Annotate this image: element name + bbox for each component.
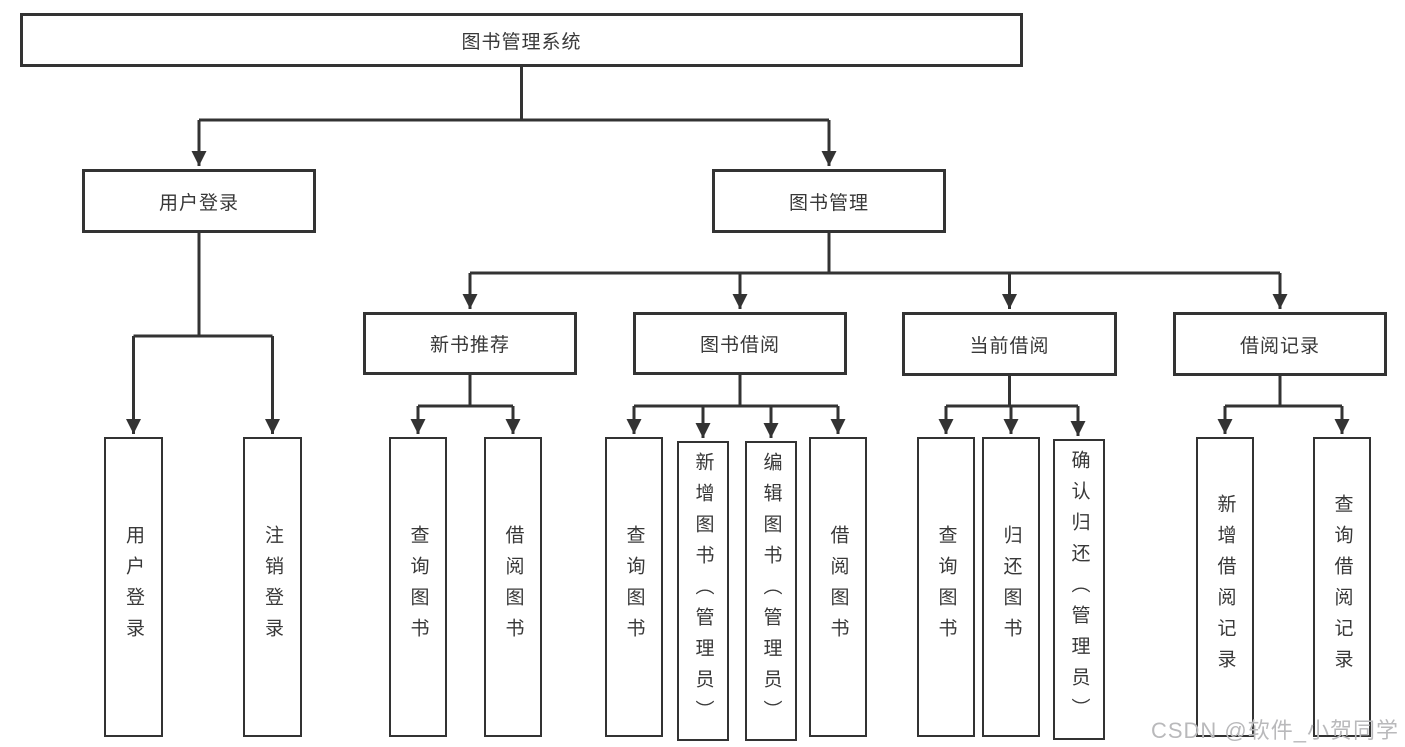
node-br-query: 查询借阅记录 xyxy=(1313,437,1371,737)
node-cb-query: 查询图书 xyxy=(917,437,975,737)
node-bb-edit: 编辑图书（管理员） xyxy=(745,441,797,741)
node-current-borrow: 当前借阅 xyxy=(902,312,1117,376)
node-root: 图书管理系统 xyxy=(20,13,1023,67)
node-nb-query: 查询图书 xyxy=(389,437,447,737)
node-bb-add: 新增图书（管理员） xyxy=(677,441,729,741)
node-cb-return: 归还图书 xyxy=(982,437,1040,737)
node-book-mgmt: 图书管理 xyxy=(712,169,946,233)
node-borrow-record: 借阅记录 xyxy=(1173,312,1387,376)
watermark: CSDN @软件_小贺同学 xyxy=(1150,718,1399,743)
node-nb-borrow: 借阅图书 xyxy=(484,437,542,737)
node-br-add: 新增借阅记录 xyxy=(1196,437,1254,737)
node-book-borrow: 图书借阅 xyxy=(633,312,847,375)
node-ul-login: 用户登录 xyxy=(104,437,163,737)
node-bb-query: 查询图书 xyxy=(605,437,663,737)
node-bb-borrow: 借阅图书 xyxy=(809,437,867,737)
node-user-login: 用户登录 xyxy=(82,169,316,233)
node-ul-logout: 注销登录 xyxy=(243,437,302,737)
node-new-book-rec: 新书推荐 xyxy=(363,312,577,375)
node-cb-confirm: 确认归还（管理员） xyxy=(1053,439,1105,740)
